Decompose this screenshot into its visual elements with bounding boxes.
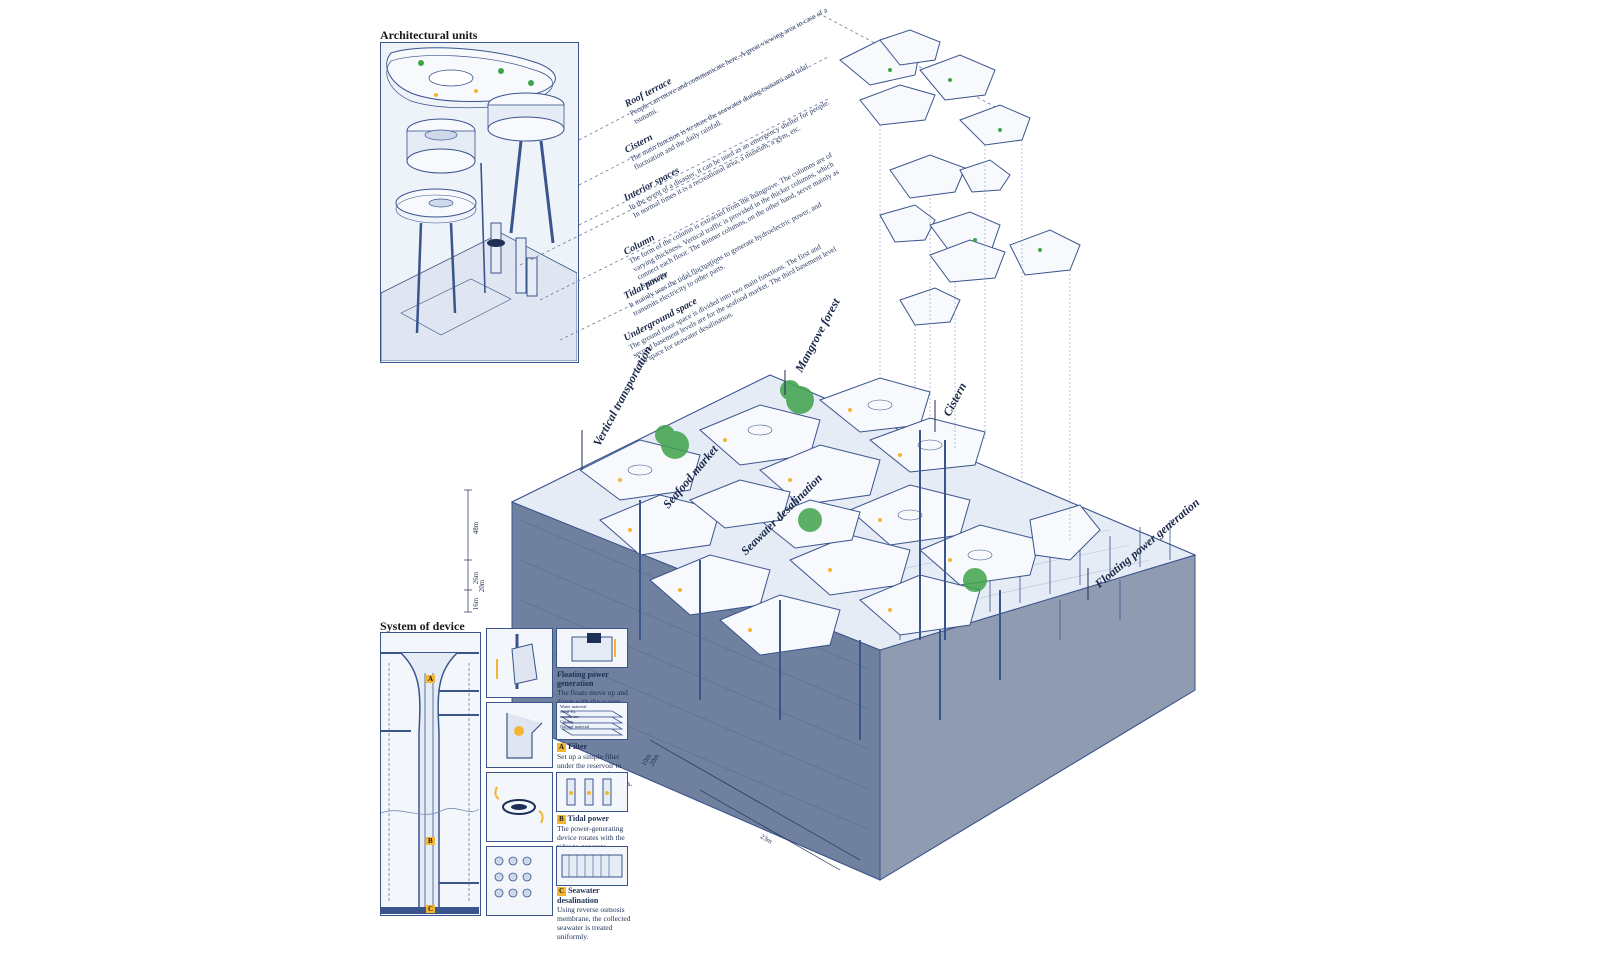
architectural-units-title: Architectural units — [380, 28, 478, 42]
detail-box-tidal-1 — [486, 772, 553, 842]
detail-box-float-1 — [486, 628, 553, 698]
architectural-unit-drawing — [380, 43, 578, 362]
detail-box-filter-1 — [486, 702, 553, 768]
desal-membrane-diagram — [494, 856, 532, 898]
mangrove-columns — [639, 430, 1001, 740]
desal-filter-diagram — [561, 854, 623, 878]
projection-lines — [879, 125, 1071, 540]
detail-box-desal-2 — [556, 846, 628, 886]
filter-layer-diagram — [560, 710, 624, 736]
filter-diagram — [506, 713, 543, 759]
people-dots — [618, 408, 952, 632]
float-detail-diagram — [571, 633, 616, 662]
device-marker-c: C — [426, 905, 436, 913]
dim-48m: 48m — [472, 521, 481, 535]
detail-box-float-2 — [556, 628, 628, 668]
exploded-units — [839, 29, 1081, 326]
filter-layer-notes: Water material Semi-fix membrane Cutting… — [560, 704, 590, 729]
architectural-units-panel — [380, 42, 579, 363]
detail-box-tidal-2 — [556, 772, 628, 812]
mangrove-trees — [655, 380, 987, 592]
dim-16m: 16m — [472, 597, 481, 611]
float-diagram — [496, 634, 538, 689]
device-marker-b: B — [426, 837, 435, 845]
device-marker-a: A — [426, 675, 436, 683]
dim-20m: 20m — [478, 579, 487, 593]
label-leaders — [581, 370, 1089, 600]
dimension-lines — [464, 489, 861, 871]
detail-box-desal-1 — [486, 846, 553, 916]
system-of-device-title: System of device — [380, 619, 465, 633]
detail-box-filter-2 — [556, 702, 628, 740]
tidal-device-diagram — [566, 778, 612, 806]
tidal-rotor-diagram — [494, 786, 544, 824]
